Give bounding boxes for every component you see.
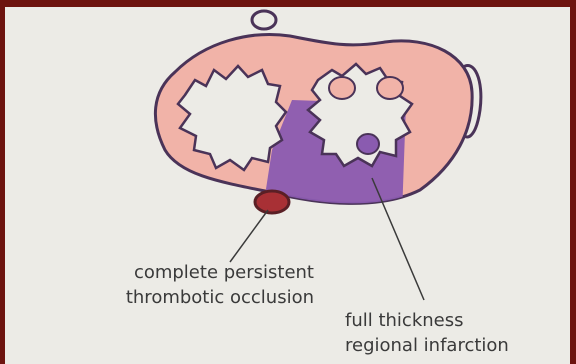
label-thrombotic-occlusion: complete persistent thrombotic occlusion xyxy=(82,260,314,310)
occluded-artery xyxy=(255,191,289,213)
label-occlusion-line2: thrombotic occlusion xyxy=(82,285,314,310)
papillary-muscle-infarcted xyxy=(357,134,379,154)
papillary-muscle-1 xyxy=(329,77,355,99)
label-regional-infarction: full thickness regional infarction xyxy=(345,308,565,358)
label-infarction-line2: regional infarction xyxy=(345,333,565,358)
papillary-muscle-2 xyxy=(377,77,403,99)
vessel-top xyxy=(252,11,276,29)
leader-line-occlusion xyxy=(230,210,268,262)
label-occlusion-line1: complete persistent xyxy=(82,260,314,285)
label-infarction-line1: full thickness xyxy=(345,308,565,333)
